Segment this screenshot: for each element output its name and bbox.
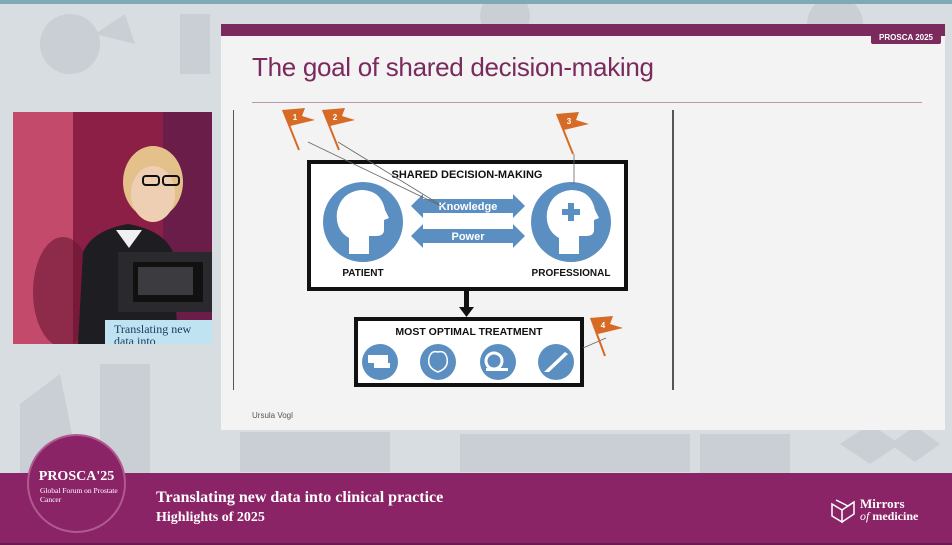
mirrors-of-medicine-logo: Mirrors of medicine [830,494,940,526]
badge-title: PROSCA'25 [38,469,115,484]
logo-medicine-text: medicine [872,509,919,523]
left-divider-line [233,110,234,390]
flag-3-number: 3 [567,117,572,126]
slide-conference-tag: PROSCA 2025 [871,31,941,44]
medical-head-icon [531,182,611,262]
flag-1-icon: 1 [282,108,315,151]
logo-of-text: of [860,509,870,523]
footer-title: Translating new data into clinical pract… [156,489,444,506]
slide-title: The goal of shared decision-making [252,52,654,82]
professional-label: PROFESSIONAL [532,268,611,279]
logo-medicine-line: of medicine [860,509,918,524]
box-title: SHARED DECISION-MAKING [392,169,543,181]
knowledge-arrow: Knowledge [411,194,525,218]
prosca-badge: PROSCA'25 Global Forum on Prostate Cance… [27,434,126,533]
mri-icon [480,344,516,380]
radiation-icon [362,344,398,380]
title-divider [252,102,922,103]
footer-band [0,473,952,545]
video-lower-caption: Translating new data into [105,320,212,344]
mirrors-logo-icon [831,499,855,524]
footer-bottom-edge [0,543,952,545]
flag-2-number: 2 [333,113,338,122]
logo-mirrors-text: Mirrors [860,496,905,511]
flag-4-icon: 4 [590,316,623,357]
treatment-box-title: MOST OPTIMAL TREATMENT [395,326,543,338]
flag-1-number: 1 [293,113,298,122]
head-icon [323,182,403,262]
connector-line-2 [337,141,440,205]
flag-4-number: 4 [601,321,606,330]
down-arrow [459,289,474,317]
speaker-video-frame [13,112,212,344]
top-accent-bar [0,0,952,4]
speaker-video: Translating new data into [13,112,212,344]
patient-label: PATIENT [342,268,383,279]
power-label: Power [451,231,485,243]
scalpel-icon [538,344,574,380]
badge-subtitle: Global Forum on Prostate Cancer [40,486,118,504]
background-landmarks-pattern [20,4,940,474]
footer-subtitle: Highlights of 2025 [156,510,265,525]
power-arrow: Power [411,224,525,248]
shared-decision-diagram: SHARED DECISION-MAKING PATIENT PROFESSIO… [282,108,628,387]
knowledge-label: Knowledge [439,201,498,213]
flag-3-icon: 3 [556,112,589,155]
presentation-slide: PROSCA 2025 The goal of shared decision-… [221,24,945,430]
connector-line-1 [307,141,442,207]
right-divider-line [672,110,674,390]
slide-header-bar [221,24,945,36]
brain-icon [420,344,456,380]
connector-line-4 [582,337,607,349]
slide-author: Ursula Vogl [252,411,293,420]
flag-2-icon: 2 [322,108,355,151]
